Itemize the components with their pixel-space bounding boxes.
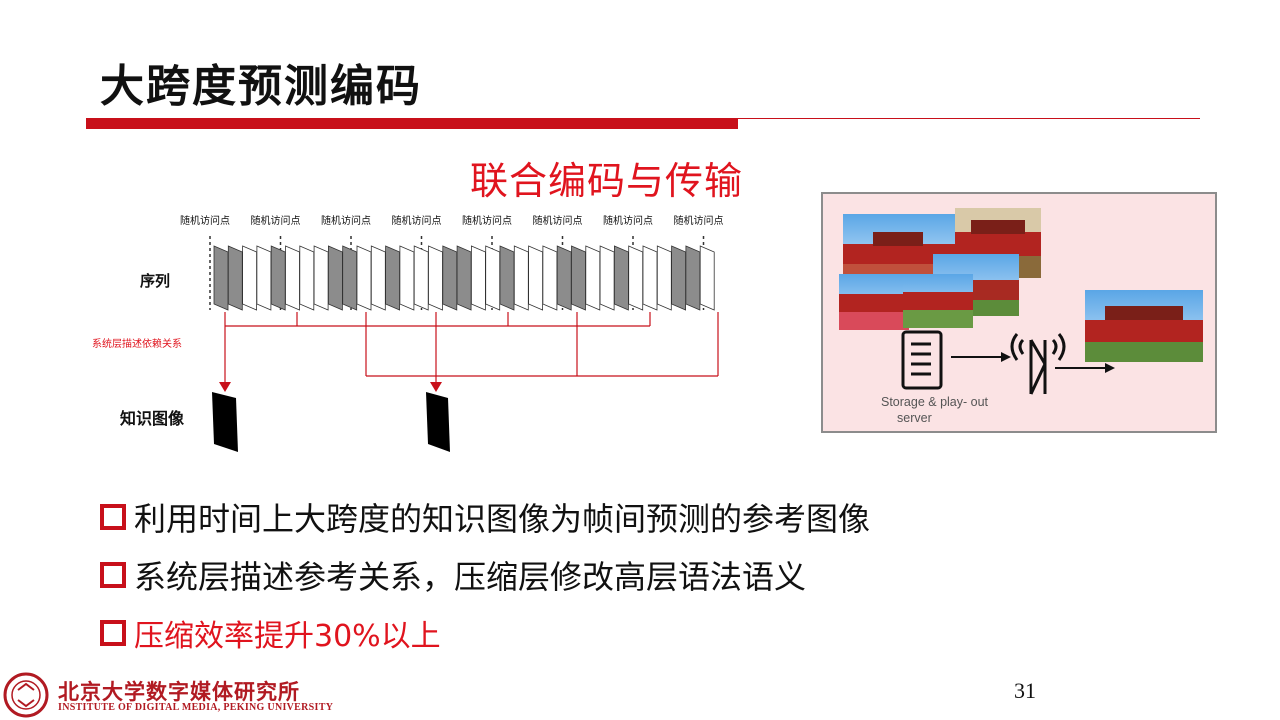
reference-frame: [442, 245, 458, 311]
reference-frame: [614, 245, 629, 311]
slide-subtitle: 联合编码与传输: [470, 159, 744, 203]
reference-frame: [499, 245, 515, 311]
bullet-text: 压缩效率提升30%以上: [134, 619, 441, 654]
reference-frame: [227, 245, 243, 311]
server-label-line2: server: [897, 411, 932, 425]
inter-frame: [256, 245, 272, 311]
arrow-right-icon: [1055, 363, 1115, 373]
random-access-labels: 随机访问点 随机访问点 随机访问点 随机访问点 随机访问点 随机访问点 随机访问点 随机访问点: [180, 214, 724, 227]
random-access-label: 随机访问点: [603, 214, 653, 227]
university-seal-icon: [3, 672, 49, 718]
bullet-item: 系统层描述参考关系，压缩层修改高层语法语义: [100, 546, 870, 604]
inter-frame: [285, 245, 300, 311]
inter-frame: [542, 245, 558, 311]
inter-frame: [399, 245, 415, 311]
bullet-square-icon: [100, 562, 126, 588]
reference-frame: [327, 245, 343, 311]
dependency-arrowheads: [219, 382, 442, 392]
inter-frame: [313, 245, 329, 311]
reference-frame: [270, 245, 286, 311]
bullet-square-icon: [100, 620, 126, 646]
bullet-text: 利用时间上大跨度的知识图像为帧间预测的参考图像: [134, 500, 871, 538]
knowledge-image-label: 知识图像: [120, 409, 185, 428]
reference-frame: [385, 245, 401, 311]
prediction-structure-diagram: 随机访问点随机访问点随机访问点随机访问点随机访问点随机访问点随机访问点随机访问点…: [92, 214, 724, 452]
bullet-item-highlight: 压缩效率提升30%以上: [100, 604, 870, 662]
photo-stack: [839, 208, 1041, 330]
server-icon: [901, 330, 943, 390]
transmission-illustration: Storage & play- out server: [839, 208, 1203, 425]
inter-frame: [699, 245, 715, 311]
bullet-item: 利用时间上大跨度的知识图像为帧间预测的参考图像: [100, 488, 870, 546]
knowledge-image-frame: [426, 392, 450, 452]
inter-frame: [356, 245, 372, 311]
arrow-right-icon: [951, 352, 1011, 362]
random-access-label: 随机访问点: [321, 214, 371, 227]
reference-frame: [556, 245, 572, 311]
institute-name-en: INSTITUTE OF DIGITAL MEDIA, PEKING UNIVE…: [58, 702, 334, 713]
inter-frame: [628, 245, 644, 311]
knowledge-image-frame: [212, 392, 238, 452]
inter-frame: [242, 245, 258, 311]
inter-frame: [528, 245, 544, 311]
inter-frame: [599, 245, 615, 311]
system-layer-label: 系统层描述依赖关系: [92, 337, 182, 350]
reference-frame: [342, 245, 358, 311]
title-underline-thick: [86, 118, 738, 129]
server-label: Storage & play- out: [881, 395, 989, 409]
received-photo: [1085, 290, 1203, 362]
inter-frame: [470, 245, 486, 311]
antenna-tower-icon: [1010, 333, 1066, 395]
inter-frame: [370, 245, 386, 311]
random-access-label: 随机访问点: [674, 214, 724, 227]
inter-frame: [513, 245, 529, 311]
sequence-label: 序列: [140, 272, 170, 290]
reference-frame: [213, 245, 229, 311]
frame-sequence: [213, 245, 715, 311]
random-access-label: 随机访问点: [251, 214, 301, 227]
inter-frame: [485, 245, 501, 311]
title-underline-thin: [738, 118, 1200, 119]
slide-title: 大跨度预测编码: [100, 61, 422, 112]
inter-frame: [656, 245, 672, 311]
reference-frame: [671, 245, 686, 311]
dependency-lines: [224, 312, 719, 384]
random-access-label: 随机访问点: [462, 214, 512, 227]
institute-logo: [3, 672, 49, 718]
page-number: 31: [1014, 678, 1036, 703]
inter-frame: [585, 245, 601, 311]
bullet-list: 利用时间上大跨度的知识图像为帧间预测的参考图像 系统层描述参考关系，压缩层修改高…: [100, 488, 870, 662]
inter-frame: [428, 245, 443, 311]
random-access-label: 随机访问点: [533, 214, 583, 227]
random-access-label: 随机访问点: [180, 214, 230, 227]
reference-frame: [571, 245, 586, 311]
reference-frame: [456, 245, 472, 311]
inter-frame: [413, 245, 429, 311]
inter-frame: [642, 245, 658, 311]
inter-frame: [299, 245, 315, 311]
bullet-text: 系统层描述参考关系，压缩层修改高层语法语义: [134, 558, 807, 596]
random-access-label: 随机访问点: [392, 214, 442, 227]
reference-frame: [685, 245, 701, 311]
bullet-square-icon: [100, 504, 126, 530]
institute-name-cn: 北京大学数字媒体研究所: [58, 679, 300, 704]
transmission-panel: Storage & play- out server: [821, 192, 1217, 433]
